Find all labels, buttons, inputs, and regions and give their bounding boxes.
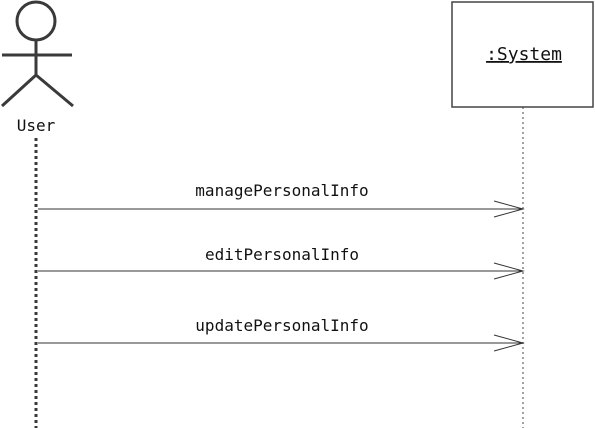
- message-label: managePersonalInfo: [195, 181, 368, 200]
- message-arrow: [38, 200, 525, 218]
- open-arrowhead: [493, 200, 525, 218]
- system-object-box: [451, 1, 594, 108]
- actor-left-leg: [0, 73, 38, 108]
- message-arrow: [38, 334, 525, 352]
- system-object-label: :System: [486, 44, 562, 65]
- open-arrowhead: [493, 334, 525, 352]
- actor-right-leg: [35, 73, 74, 108]
- actor-user: [0, 0, 74, 108]
- open-arrowhead: [493, 262, 525, 280]
- actor-label: User: [17, 116, 56, 135]
- message-arrow: [38, 262, 525, 280]
- actor-head: [15, 0, 57, 42]
- message-label: editPersonalInfo: [205, 245, 359, 264]
- message-label: updatePersonalInfo: [195, 316, 368, 335]
